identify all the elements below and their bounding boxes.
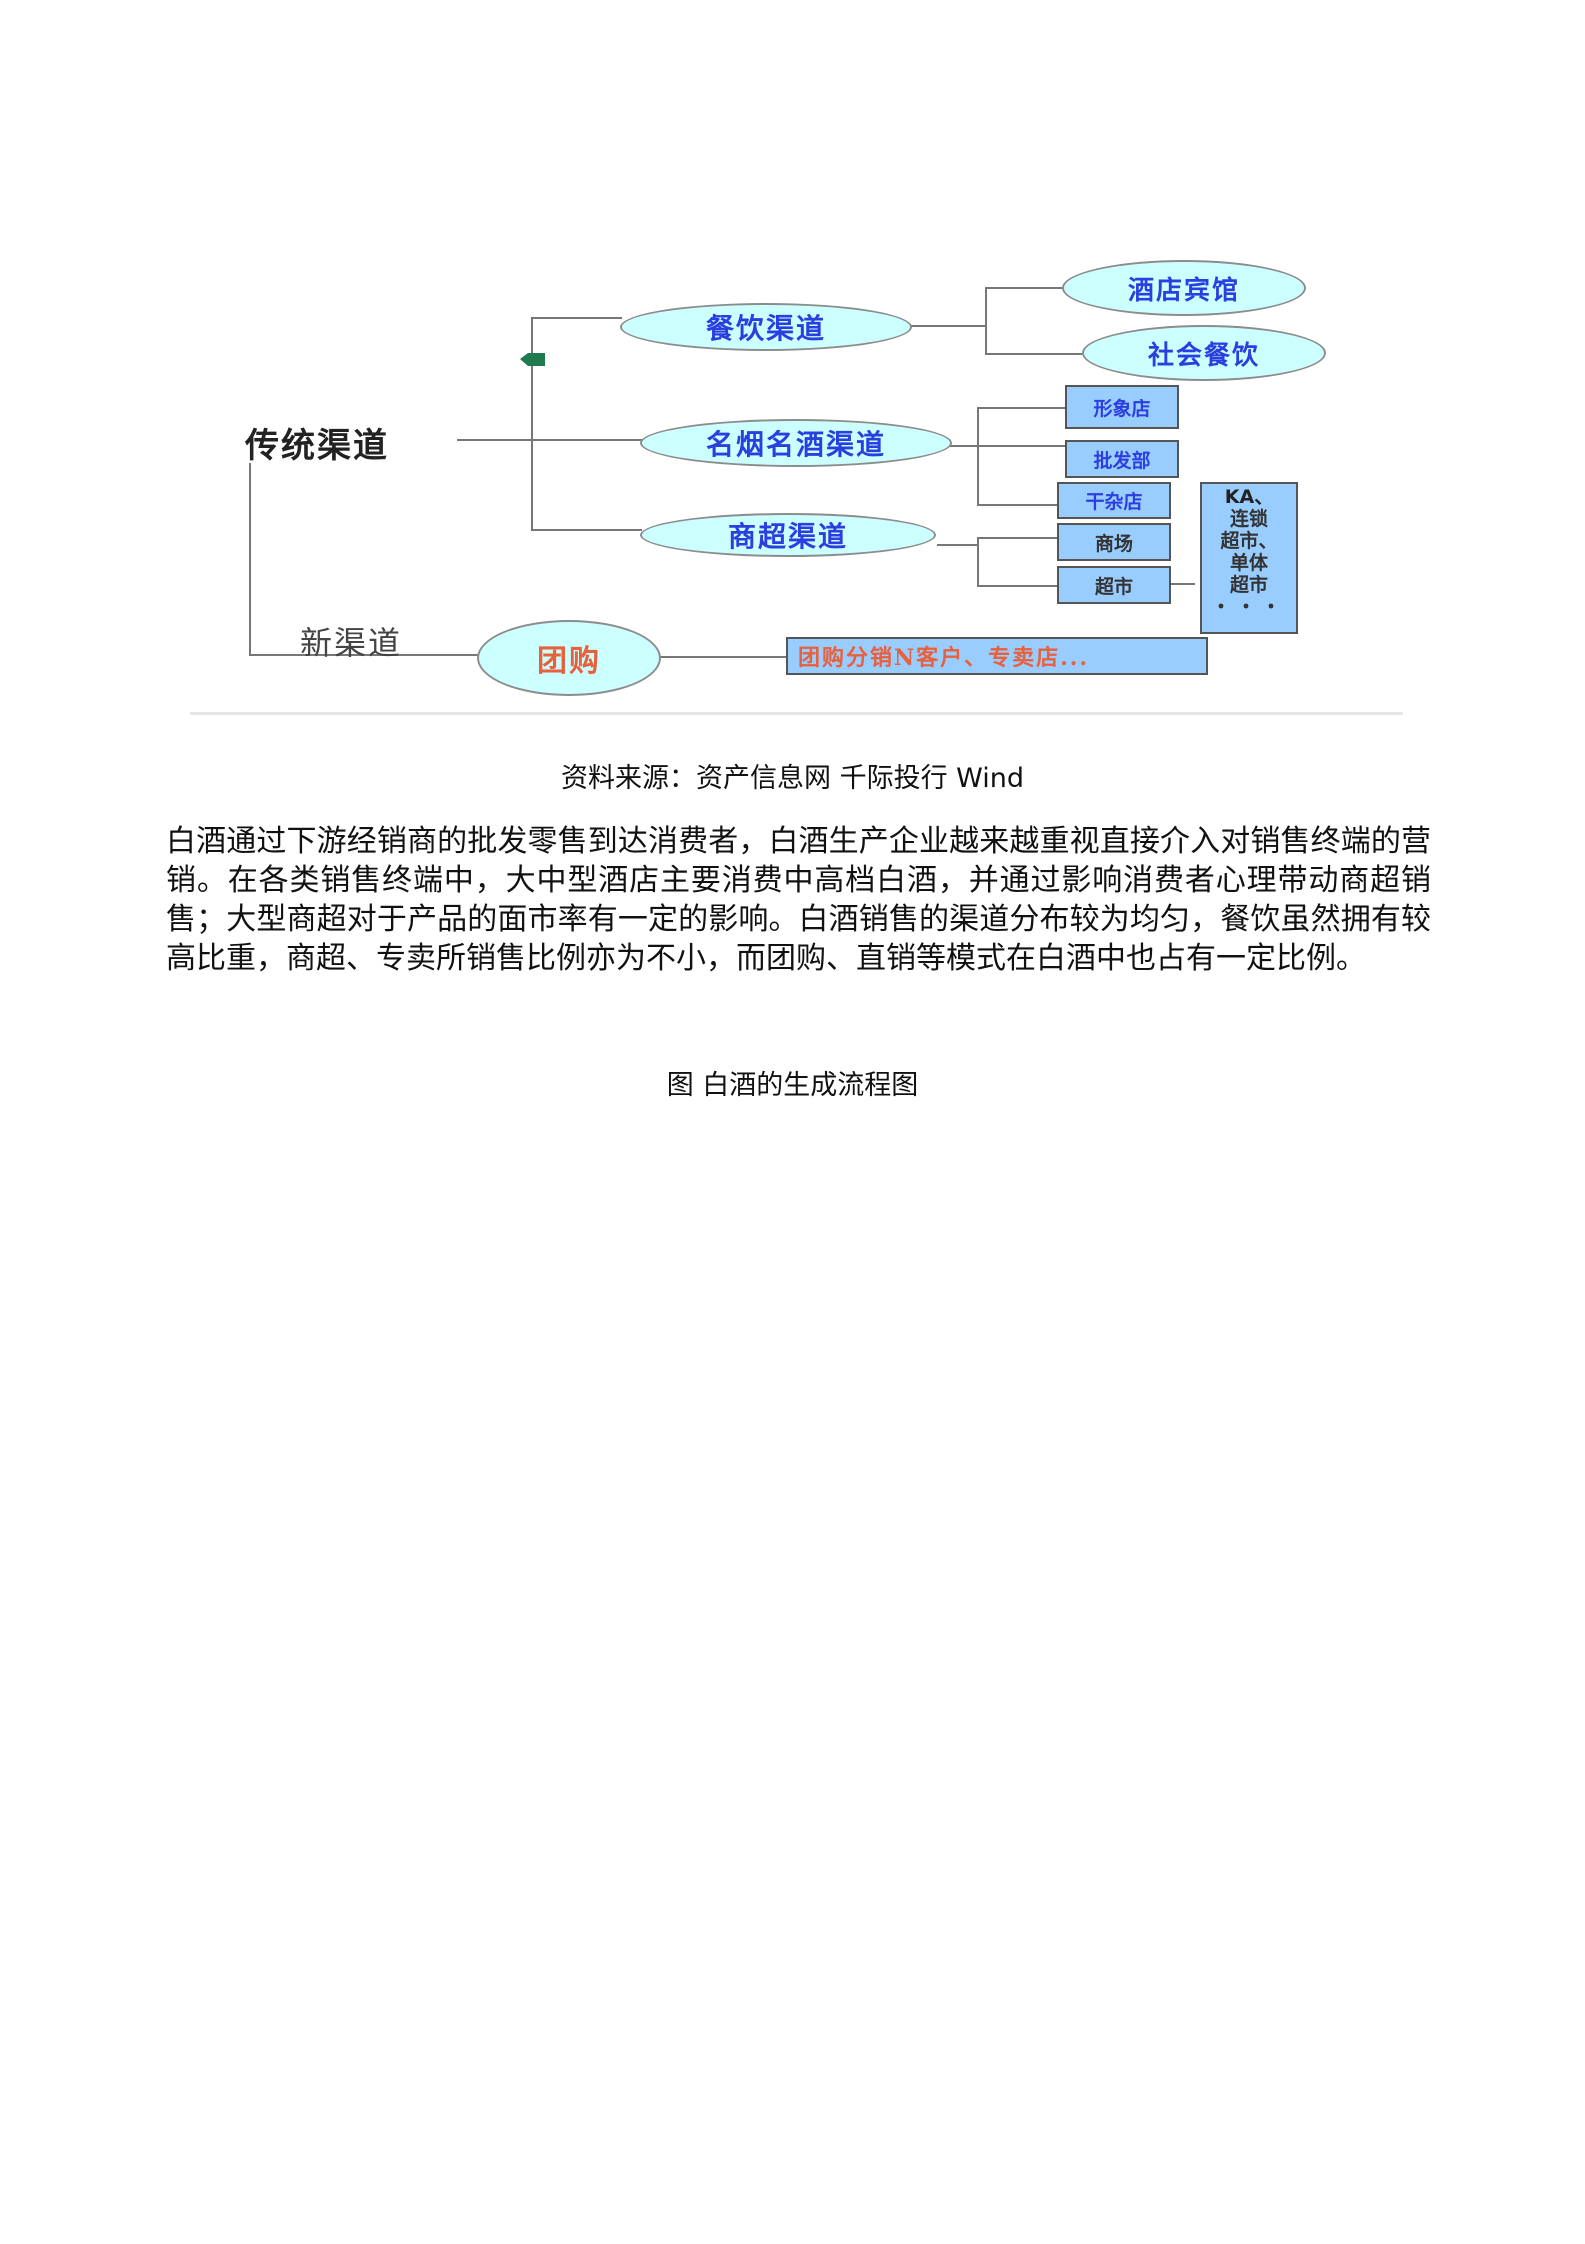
sales-channel-diagram: 传统渠道 新渠道 餐饮渠道 名烟名酒渠道 商超渠道 团购 酒店宾馆 社会餐饮 形…	[0, 0, 1585, 730]
node-group-buy-target: 团购分销N客户、专卖店...	[786, 637, 1208, 675]
node-grocery: 干杂店	[1057, 482, 1171, 519]
node-catering-channel: 餐饮渠道	[620, 303, 912, 351]
node-mall: 商场	[1057, 523, 1171, 561]
node-tobacco-liquor-channel: 名烟名酒渠道	[640, 419, 952, 467]
ka-line: 单体	[1229, 552, 1268, 574]
branch-marker-icon	[520, 353, 545, 366]
ka-line: 超市、	[1220, 530, 1278, 552]
ka-line: ・・・	[1211, 596, 1287, 618]
ka-line: KA、	[1224, 486, 1274, 508]
node-social-catering: 社会餐饮	[1082, 325, 1326, 381]
node-group-buy: 团购	[477, 620, 661, 696]
figure-title: 图 白酒的生成流程图	[666, 1070, 919, 1101]
root-traditional-channel: 传统渠道	[245, 426, 389, 466]
node-hotel: 酒店宾馆	[1062, 260, 1306, 316]
ka-line: 连锁	[1229, 508, 1268, 530]
source-caption: 资料来源：资产信息网 千际投行 Wind	[560, 763, 1025, 794]
connector-lines	[249, 287, 1195, 658]
body-paragraph: 白酒通过下游经销商的批发零售到达消费者，白酒生产企业越来越重视直接介入对销售终端…	[166, 824, 1431, 976]
node-ka-chain: KA、 连锁 超市、 单体 超市 ・・・	[1200, 482, 1298, 634]
node-wholesale: 批发部	[1065, 440, 1179, 478]
node-supermarket-channel: 商超渠道	[640, 513, 936, 557]
node-supermarket: 超市	[1057, 566, 1171, 604]
node-image-store: 形象店	[1065, 385, 1179, 429]
diagram-divider	[190, 712, 1403, 715]
ka-line: 超市	[1229, 574, 1268, 596]
root-new-channel: 新渠道	[300, 624, 403, 662]
